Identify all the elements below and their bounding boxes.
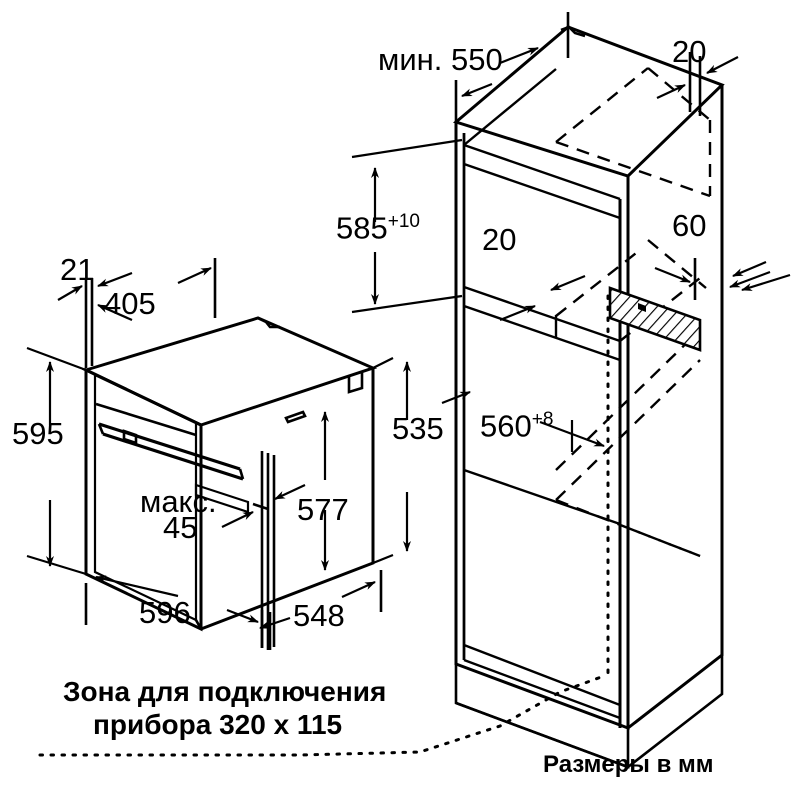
cabinet-dimension-lines — [351, 12, 791, 452]
oven-dim-21: 21 — [60, 252, 95, 287]
cabinet-inner-structure — [462, 68, 630, 728]
oven-door-gap-label-line2: 45 — [163, 510, 198, 545]
connection-zone-leader — [38, 294, 610, 757]
oven-dim-405: 405 — [104, 286, 156, 321]
cabinet-dim-585: 585+10 — [336, 212, 420, 243]
cabinet-dim-560: 560+8 — [480, 410, 553, 441]
oven-dim-548: 548 — [293, 598, 345, 633]
cabinet-dim-top-20: 20 — [672, 34, 707, 69]
cabinet-outline — [452, 25, 725, 731]
cabinet-plinth — [454, 655, 724, 769]
oven-dim-596: 596 — [139, 595, 191, 630]
cabinet-dim-shelf-20: 20 — [482, 222, 517, 257]
oven-door-panel — [93, 373, 245, 630]
oven-dim-535: 535 — [392, 411, 444, 446]
cabinet-dim-585-value: 585 — [336, 210, 388, 246]
oven-front-edge — [260, 451, 276, 650]
connection-zone-note-line1: Зона для подключения — [63, 676, 387, 707]
rear-vent-hatch — [608, 286, 702, 352]
units-caption: Размеры в мм — [543, 751, 714, 778]
connection-zone-note-line2: прибора 320 x 115 — [93, 709, 343, 740]
oven-dimension-lines — [26, 258, 412, 650]
oven-latch-icon — [284, 410, 307, 424]
cabinet-dim-560-value: 560 — [480, 408, 532, 444]
oven-door-gap-label-line1: макс. — [140, 484, 217, 519]
cabinet-dim-vent-60: 60 — [672, 208, 707, 243]
oven-dim-595: 595 — [12, 416, 64, 451]
cabinet-dim-560-tolerance: +8 — [531, 409, 554, 430]
oven-dim-577: 577 — [297, 492, 349, 527]
cabinet-dim-min-550: мин. 550 — [378, 42, 503, 77]
cabinet-dim-585-tolerance: +10 — [387, 211, 420, 232]
